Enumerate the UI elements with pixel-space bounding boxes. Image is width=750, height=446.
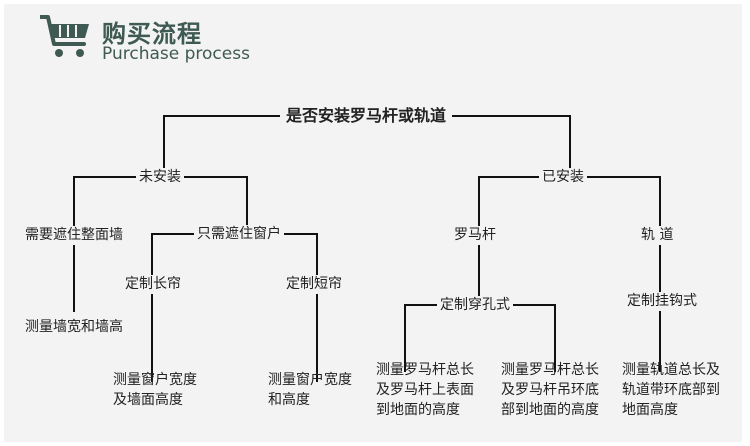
node-custom-long-measure: 测量窗户宽度 及墙面高度	[113, 370, 197, 410]
text-line: 测量窗户宽度	[113, 372, 197, 388]
text-line: 和高度	[268, 392, 310, 408]
text-line: 及罗马杆上表面	[376, 382, 474, 398]
text-line: 测量窗户宽度	[268, 372, 352, 388]
node-root-question: 是否安装罗马杆或轨道	[280, 106, 453, 125]
page-subtitle: Purchase process	[102, 44, 250, 64]
node-custom-short-measure: 测量窗户宽度 和高度	[268, 370, 352, 410]
text-line: 到地面的高度	[376, 402, 460, 418]
node-installed: 已安装	[539, 168, 587, 187]
text-line: 部到地面的高度	[501, 402, 599, 418]
node-custom-short: 定制短帘	[283, 275, 345, 294]
node-rod-measure-a: 测量罗马杆总长 及罗马杆上表面 到地面的高度	[376, 360, 474, 420]
text-line: 轨道带环底部到	[622, 382, 720, 398]
text-line: 测量罗马杆总长	[501, 362, 599, 378]
node-roman-rod: 罗马杆	[451, 226, 499, 245]
diagram-card	[4, 4, 742, 442]
text-line: 及墙面高度	[113, 392, 183, 408]
node-custom-long: 定制长帘	[122, 275, 184, 294]
node-window-only: 只需遮住窗户	[194, 225, 284, 244]
connector-window-only	[151, 233, 318, 382]
node-custom-hook: 定制挂钩式	[624, 292, 700, 311]
text-line: 测量轨道总长及	[622, 362, 720, 378]
text-line: 及罗马杆吊环底	[501, 382, 599, 398]
node-track: 轨 道	[638, 226, 677, 245]
connector-root	[163, 115, 571, 177]
node-rod-measure-b: 测量罗马杆总长 及罗马杆吊环底 部到地面的高度	[501, 360, 599, 420]
page-title: 购买流程	[102, 20, 202, 48]
text-line: 测量罗马杆总长	[376, 362, 474, 378]
shopping-cart-icon	[40, 15, 89, 57]
text-line: 地面高度	[622, 402, 678, 418]
node-custom-perforated: 定制穿孔式	[437, 296, 513, 315]
node-full-wall-measure: 测量墙宽和墙高	[22, 318, 126, 337]
node-track-measure: 测量轨道总长及 轨道带环底部到 地面高度	[622, 360, 720, 420]
node-full-wall: 需要遮住整面墙	[22, 226, 126, 245]
node-not-installed: 未安装	[136, 168, 184, 187]
